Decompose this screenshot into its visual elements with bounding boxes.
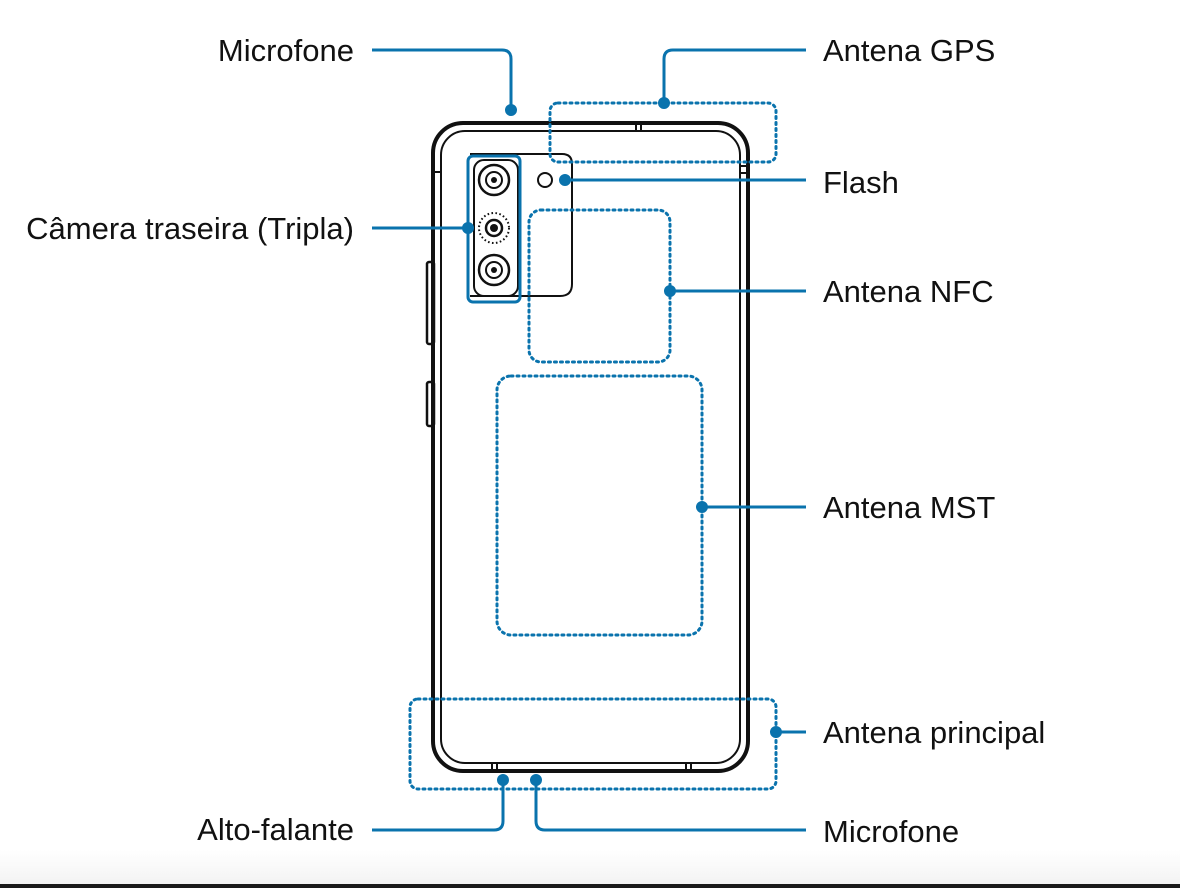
leader-microphone-top (372, 48, 513, 110)
phone-inner-frame (440, 130, 741, 764)
camera-lens-icon (478, 212, 510, 244)
phone-outer-frame (431, 121, 750, 773)
lens-2-inner (484, 218, 504, 238)
label-rear-camera: Câmera traseira (Tripla) (26, 211, 354, 246)
main-antenna-zone (408, 697, 778, 791)
leader-speaker (372, 780, 505, 832)
dot-microphone-top (505, 104, 517, 116)
lens-1-dot (491, 177, 497, 183)
dot-gps-antenna (658, 97, 670, 109)
label-microphone-top: Microfone (218, 33, 354, 68)
dot-main-antenna (770, 726, 782, 738)
lens-2-dot (490, 224, 498, 232)
lens-1-inner (485, 171, 503, 189)
page-bottom-edge (0, 850, 1180, 888)
dot-mst-antenna (696, 501, 708, 513)
lens-3-dot (491, 267, 497, 273)
power-button (425, 380, 436, 428)
dot-nfc-antenna (664, 285, 676, 297)
dot-flash (559, 174, 571, 186)
dot-microphone-bottom (530, 774, 542, 786)
volume-button (425, 260, 436, 346)
label-main-antenna: Antena principal (823, 715, 1045, 750)
callout-labels: Microfone Câmera traseira (Tripla) Alto-… (26, 33, 1045, 849)
mst-antenna-zone (495, 374, 704, 637)
lens-1-outer (477, 163, 511, 197)
flash-led-icon (537, 172, 553, 188)
camera-lens-icon (477, 253, 511, 287)
lens-2-outer (478, 212, 510, 244)
lens-3-outer (477, 253, 511, 287)
leader-microphone-bottom (534, 780, 806, 832)
camera-lens-icon (477, 163, 511, 197)
camera-module (470, 153, 573, 297)
dot-rear-camera (462, 222, 474, 234)
leader-lines (372, 48, 806, 832)
lens-3-inner (485, 261, 503, 279)
label-gps-antenna: Antena GPS (823, 33, 995, 68)
label-nfc-antenna: Antena NFC (823, 274, 994, 309)
dot-speaker (497, 774, 509, 786)
nfc-antenna-zone (527, 208, 672, 364)
label-flash: Flash (823, 165, 899, 200)
label-microphone-bottom: Microfone (823, 814, 959, 849)
highlight-zones (408, 101, 778, 791)
phone-body (425, 121, 750, 773)
label-speaker: Alto-falante (197, 812, 354, 847)
camera-bump-outline (470, 153, 573, 297)
label-mst-antenna: Antena MST (823, 490, 995, 525)
leader-gps-antenna (662, 48, 806, 103)
